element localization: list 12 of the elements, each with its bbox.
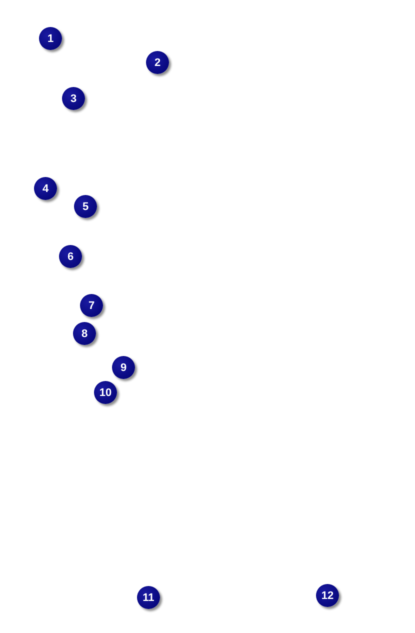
callout-number: 10 bbox=[94, 381, 117, 404]
callout-number: 11 bbox=[137, 586, 160, 609]
callout-number: 2 bbox=[146, 51, 169, 74]
callout-number: 9 bbox=[112, 356, 135, 379]
callout-number: 7 bbox=[80, 294, 103, 317]
callout-number: 6 bbox=[59, 245, 82, 268]
callout-number: 3 bbox=[62, 87, 85, 110]
callout-number: 5 bbox=[74, 195, 97, 218]
callout-number: 8 bbox=[73, 322, 96, 345]
callout-number: 4 bbox=[34, 177, 57, 200]
callout-number: 12 bbox=[316, 584, 339, 607]
callout-number: 1 bbox=[39, 27, 62, 50]
